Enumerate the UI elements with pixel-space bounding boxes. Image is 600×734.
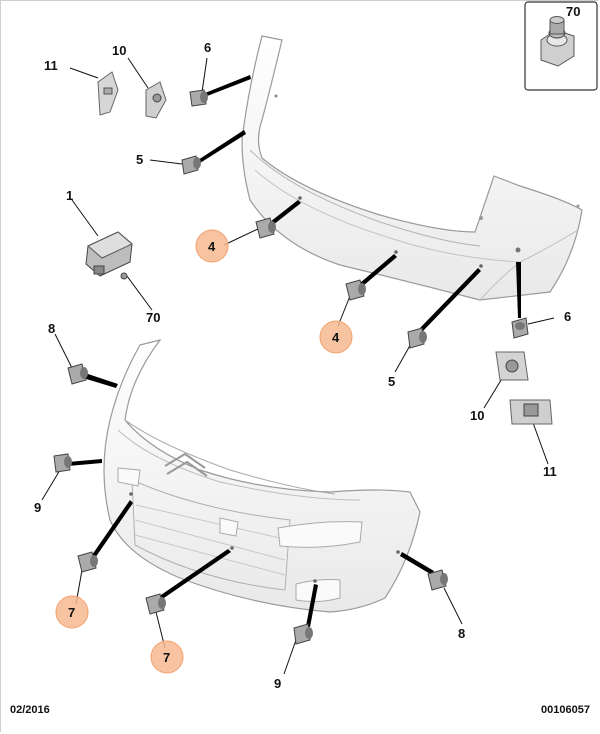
callout-labels: 11 10 6 5 1 70 4 4 5 6 10 11 8 9 7 7 8 9 — [34, 40, 571, 691]
highlight-circle — [150, 640, 184, 674]
callout-11-right: 11 — [543, 464, 557, 479]
rear-bumper — [241, 35, 583, 301]
callout-6-top: 6 — [204, 40, 211, 55]
highlight-circle — [55, 595, 89, 629]
sensor-5-mid — [407, 327, 427, 349]
sensor-7-a — [77, 551, 98, 573]
bracket-10-top — [145, 81, 167, 119]
callout-70-left: 70 — [146, 310, 160, 325]
highlight-markers — [55, 229, 353, 674]
bracket-10-right — [495, 351, 529, 381]
sensor-8-left — [67, 363, 88, 385]
callout-6-right: 6 — [564, 309, 571, 324]
sensor-4-a — [255, 217, 276, 239]
sensor-9-left — [53, 453, 72, 473]
callout-70-box: 70 — [566, 4, 580, 19]
callout-7-a: 7 — [68, 605, 75, 620]
footer-reference: 00106057 — [541, 704, 590, 716]
callout-9-left: 9 — [34, 500, 41, 515]
callout-4-a: 4 — [208, 239, 216, 254]
leader-lines — [68, 75, 521, 627]
callout-10-right: 10 — [470, 408, 484, 423]
callout-5-top: 5 — [136, 152, 143, 167]
callout-1: 1 — [66, 188, 73, 203]
front-bumper — [103, 339, 421, 613]
callout-9-bottom: 9 — [274, 676, 281, 691]
highlight-circle — [195, 229, 229, 263]
sensor-8-right — [427, 569, 448, 591]
callout-10-top: 10 — [112, 43, 126, 58]
sensor-6-top — [189, 89, 208, 107]
callout-5-mid: 5 — [388, 374, 395, 389]
callout-8-right: 8 — [458, 626, 465, 641]
bracket-11-right — [509, 399, 553, 425]
callout-4-b: 4 — [332, 330, 340, 345]
callout-11-top: 11 — [44, 58, 58, 73]
sensor-4-b — [345, 279, 366, 301]
callout-8-left: 8 — [48, 321, 55, 336]
control-unit-1 — [85, 231, 133, 280]
sensor-5-top — [181, 155, 201, 175]
inset-nut-box: 70 — [524, 1, 598, 91]
sensor-7-b — [145, 593, 166, 615]
sensor-6-right — [511, 317, 529, 339]
highlight-circle — [319, 320, 353, 354]
callout-7-b: 7 — [163, 650, 170, 665]
bracket-11-top — [97, 71, 119, 116]
sensor-9-bottom — [293, 623, 313, 645]
footer-date: 02/2016 — [10, 704, 50, 716]
nut-icon — [540, 16, 575, 67]
